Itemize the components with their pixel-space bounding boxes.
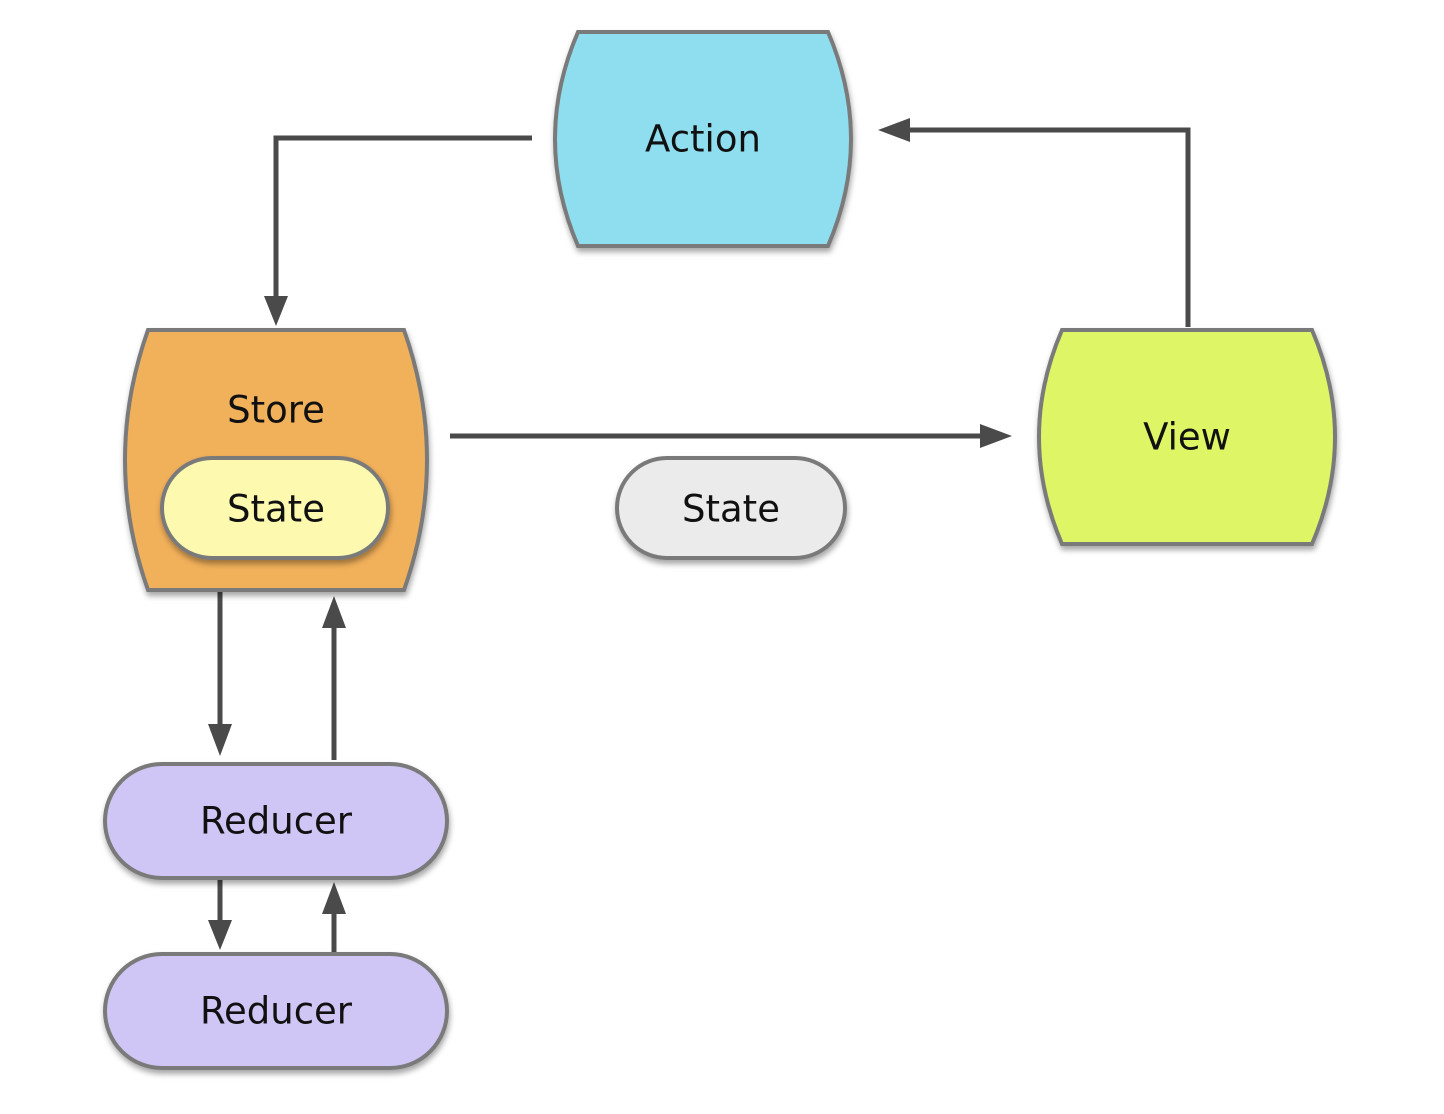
arrowhead-view-left [980,424,1012,448]
arrowhead-reducer-1-bottom [322,882,346,914]
state-label: State [682,488,780,531]
edge-view-to-action [878,118,1191,327]
arrowhead-reducer-2-top [208,920,232,950]
store-state-label: State [227,488,325,531]
arrowhead-store-top [264,296,288,326]
reducer-1-shape [103,762,449,880]
edge-reducer-1-to-store [322,596,346,760]
arrowhead-store-bottom [322,596,346,628]
edge-store-to-view [450,424,1012,448]
edge-reducer-2-to-reducer-1 [322,882,346,952]
action-label: Action [645,118,761,161]
arrowhead-action-right [878,118,910,142]
store-state-shape [160,456,390,560]
reducer-2-label: Reducer [200,990,353,1033]
state-shape [615,456,847,560]
reducer-node-2: Reducer [103,952,449,1070]
view-node: View [1037,328,1337,546]
edge-reducer-1-to-reducer-2 [208,880,232,950]
state-node: State [615,456,847,560]
edge-action-to-store [264,135,532,326]
nodes: Action Store State View State Reducer [103,30,1337,1070]
connectors [208,118,1191,952]
action-shape [553,30,853,248]
arrowhead-reducer-1-top [208,724,232,756]
edge-store-to-reducer-1 [208,592,232,756]
store-state-node: State [160,456,390,560]
view-label: View [1143,416,1231,459]
store-label: Store [227,389,325,432]
reducer-2-shape [103,952,449,1070]
reducer-node-1: Reducer [103,762,449,880]
action-node: Action [553,30,853,248]
reducer-1-label: Reducer [200,800,353,843]
view-shape [1037,328,1337,546]
store-node: Store State [123,328,429,592]
